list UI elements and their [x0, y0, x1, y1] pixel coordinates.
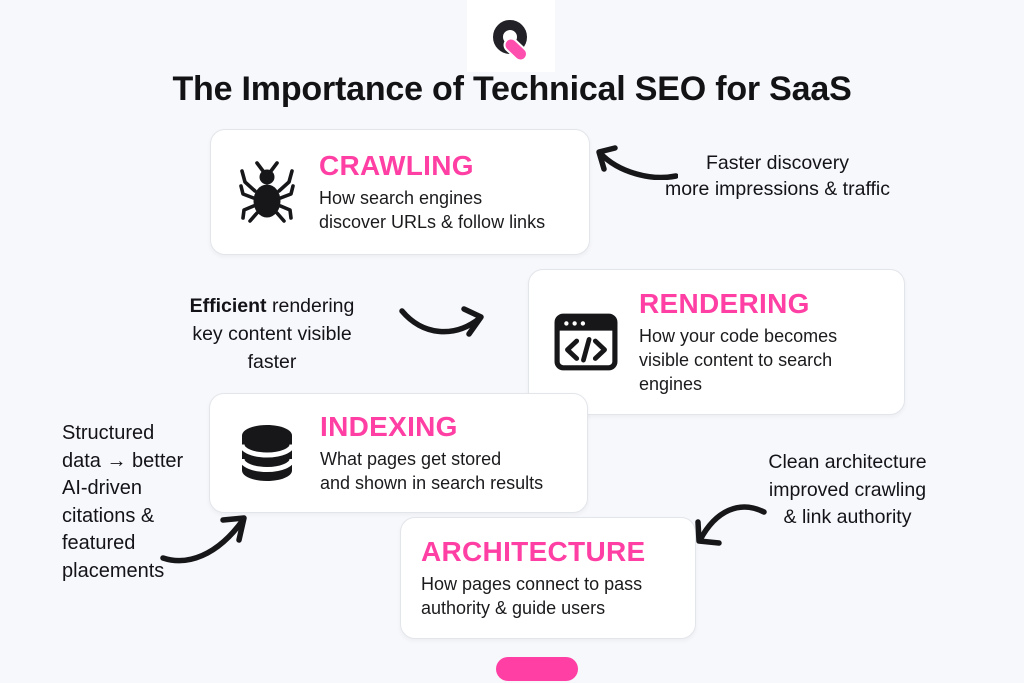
curved-arrow-pointing-left	[596, 145, 678, 180]
annotation-indexing-benefit: Structured data → better AI-driven citat…	[62, 422, 184, 582]
annotation-architecture-benefit: Clean architecture improved crawling & l…	[768, 451, 927, 528]
curved-arrow-pointing-right	[399, 306, 484, 337]
curved-arrow-pointing-down-left	[695, 504, 767, 546]
curved-arrow-pointing-up-right	[160, 515, 247, 564]
pink-pill-accent	[496, 657, 578, 681]
card-rendering-title: RENDERING	[639, 287, 810, 319]
annotation-rendering-benefit: Efficient rendering key content visible …	[189, 295, 355, 373]
code-browser-icon	[553, 312, 619, 372]
spider-icon	[237, 161, 297, 223]
page-title: The Importance of Technical SEO for SaaS	[172, 70, 852, 108]
annotation-crawling-benefit: Faster discovery more impressions & traf…	[664, 152, 891, 200]
card-crawling-title: CRAWLING	[319, 149, 474, 181]
database-icon	[238, 423, 296, 483]
logo-background-band	[467, 0, 555, 72]
card-architecture-title: ARCHITECTURE	[421, 535, 646, 567]
brand-q-logo-icon	[493, 20, 528, 62]
card-indexing-title: INDEXING	[320, 410, 458, 442]
